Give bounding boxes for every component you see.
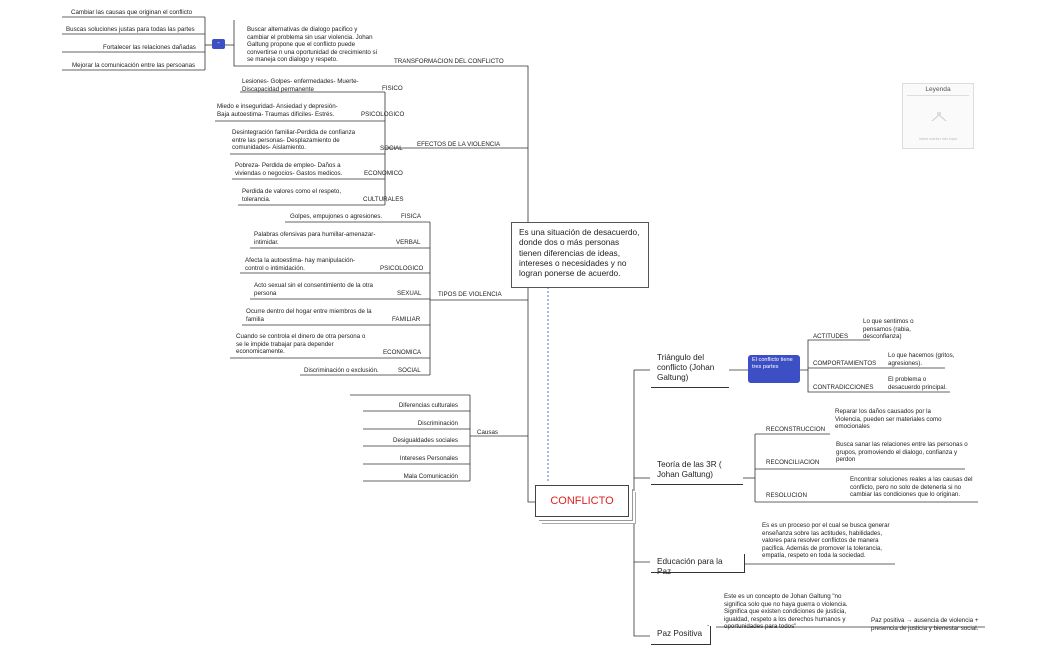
- tipo-social-desc[interactable]: Discriminación o exclusión.: [304, 367, 379, 374]
- triangulo-contradicciones-desc[interactable]: El problema o desacuerdo principal.: [888, 376, 947, 391]
- causa-item-4[interactable]: Intereses Personales: [399, 455, 458, 462]
- triangulo-callout[interactable]: El conflicto tiene tres partes: [748, 355, 800, 383]
- tipo-sexual-desc[interactable]: Acto sexual sin el consentimiento de la …: [254, 282, 374, 297]
- teoria-resolucion-label[interactable]: RESOLUCION: [766, 492, 807, 499]
- legend-title: Leyenda: [925, 86, 951, 93]
- triangulo-comportamientos-label[interactable]: COMPORTAMIENTOS: [813, 360, 877, 367]
- teoria-reconstruccion-desc[interactable]: Reparar los daños causados por la Violen…: [835, 408, 942, 431]
- triangulo-actitudes-desc[interactable]: Lo que sentimos o pensamos (rabia, desco…: [863, 318, 914, 341]
- transformacion-note[interactable]: Buscar alternativas de dialogo pacifico …: [247, 26, 378, 64]
- tipo-psicologico-desc[interactable]: Afecta la autoestima- hay manipulación-c…: [245, 257, 356, 272]
- efecto-fisico-desc[interactable]: Lesiones- Golpes- enfermedades- Muerte- …: [242, 78, 359, 93]
- triangulo-topic[interactable]: Triángulo del conflicto (Johan Galtung): [651, 350, 729, 388]
- efectos-label[interactable]: EFECTOS DE LA VIOLENCIA: [417, 141, 501, 148]
- root-topic-conflicto[interactable]: CONFLICTO: [535, 485, 629, 517]
- teoria-3r-topic[interactable]: Teoría de las 3R ( Johan Galtung): [651, 457, 743, 485]
- triangulo-contradicciones-label[interactable]: CONTRADICCIONES: [813, 384, 874, 391]
- causas-label[interactable]: Causas: [477, 429, 498, 436]
- causa-item-2[interactable]: Discriminación: [417, 420, 458, 427]
- causa-item-1[interactable]: Diferencias culturales: [398, 402, 458, 409]
- paz-positiva-extra[interactable]: Paz positiva → ausencia de violencia + p…: [871, 617, 979, 632]
- teoria-resolucion-desc[interactable]: Encontrar soluciones reales a las causas…: [850, 476, 973, 499]
- educacion-paz-topic[interactable]: Educación para la Paz: [651, 554, 745, 576]
- legend-hint: Insert marker into topic: [918, 137, 958, 141]
- marker-icon: [931, 112, 947, 122]
- efecto-social-desc[interactable]: Desintegración familiar-Perdida de confi…: [232, 129, 356, 152]
- causa-item-5[interactable]: Mala Comunicación: [403, 473, 458, 480]
- efecto-economico-label[interactable]: ECONOMICO: [364, 170, 403, 177]
- efecto-psicologico-label[interactable]: PSICOLOGICO: [361, 111, 405, 118]
- legend-divider: [907, 95, 969, 96]
- teoria-reconciliacion-desc[interactable]: Busca sanar las relaciones entre las per…: [836, 441, 968, 464]
- educacion-paz-desc[interactable]: Es es un proceso por el cual se busca ge…: [762, 522, 890, 560]
- tipo-familiar-desc[interactable]: Ocurre dentro del hogar entre miembros d…: [246, 308, 372, 323]
- efecto-psicologico-desc[interactable]: Miedo e inseguridad- Ansiedad y depresió…: [217, 103, 338, 118]
- tipos-label[interactable]: TIPOS DE VIOLENCIA: [438, 291, 502, 298]
- legend-panel[interactable]: Leyenda Insert marker into topic: [902, 83, 974, 149]
- tipo-sexual-label[interactable]: SEXUAL: [397, 290, 422, 297]
- transformacion-item-2[interactable]: Buscas soluciones justas para todas las …: [66, 26, 195, 33]
- tipo-fisica-desc[interactable]: Golpes, empujones o agresiones.: [290, 213, 383, 220]
- efecto-social-label[interactable]: SOCIAL: [380, 145, 403, 152]
- efecto-fisico-label[interactable]: FISICO: [382, 85, 403, 92]
- tipo-verbal-desc[interactable]: Palabras ofensivas para humillar-amenaza…: [254, 231, 376, 246]
- tipo-psicologico-label[interactable]: PSICOLOGICO: [380, 265, 424, 272]
- transformacion-item-4[interactable]: Mejorar la comunicación entre las persoa…: [72, 62, 196, 69]
- tipo-verbal-label[interactable]: VERBAL: [396, 239, 421, 246]
- transformacion-item-3[interactable]: Fortalecer las relaciones dañadas: [103, 44, 196, 51]
- paz-positiva-topic[interactable]: Paz Positiva: [651, 626, 711, 645]
- efecto-culturales-desc[interactable]: Perdida de valores como el respeto, tole…: [242, 188, 342, 203]
- causa-item-3[interactable]: Desigualdades sociales: [392, 437, 458, 444]
- efecto-economico-desc[interactable]: Pobreza- Perdida de empleo- Daños a vivi…: [235, 162, 343, 177]
- transformacion-item-1[interactable]: Cambiar las causas que originan el confl…: [71, 9, 193, 16]
- triangulo-comportamientos-desc[interactable]: Lo que hacemos (gritos, agresiones).: [888, 352, 955, 367]
- tipo-economica-desc[interactable]: Cuando se controla el dinero de otra per…: [236, 333, 366, 356]
- tipo-economica-label[interactable]: ECONOMICA: [383, 349, 422, 356]
- collapse-button[interactable]: -: [212, 39, 225, 49]
- tipo-fisica-label[interactable]: FISICA: [401, 213, 421, 220]
- teoria-reconciliacion-label[interactable]: RECONCILIACION: [766, 459, 820, 466]
- definition-callout[interactable]: Es una situación de desacuerdo, donde do…: [511, 222, 649, 288]
- teoria-reconstruccion-label[interactable]: RECONSTRUCCION: [766, 426, 826, 433]
- tipo-familiar-label[interactable]: FAMILIAR: [392, 316, 421, 323]
- transformacion-label[interactable]: TRANSFORMACION DEL CONFLICTO: [394, 58, 504, 65]
- efecto-culturales-label[interactable]: CULTURALES: [363, 196, 404, 203]
- tipo-social-label[interactable]: SOCIAL: [398, 367, 421, 374]
- triangulo-actitudes-label[interactable]: ACTITUDES: [813, 333, 849, 340]
- paz-positiva-desc[interactable]: Este es un concepto de Johan Galtung "no…: [724, 593, 848, 631]
